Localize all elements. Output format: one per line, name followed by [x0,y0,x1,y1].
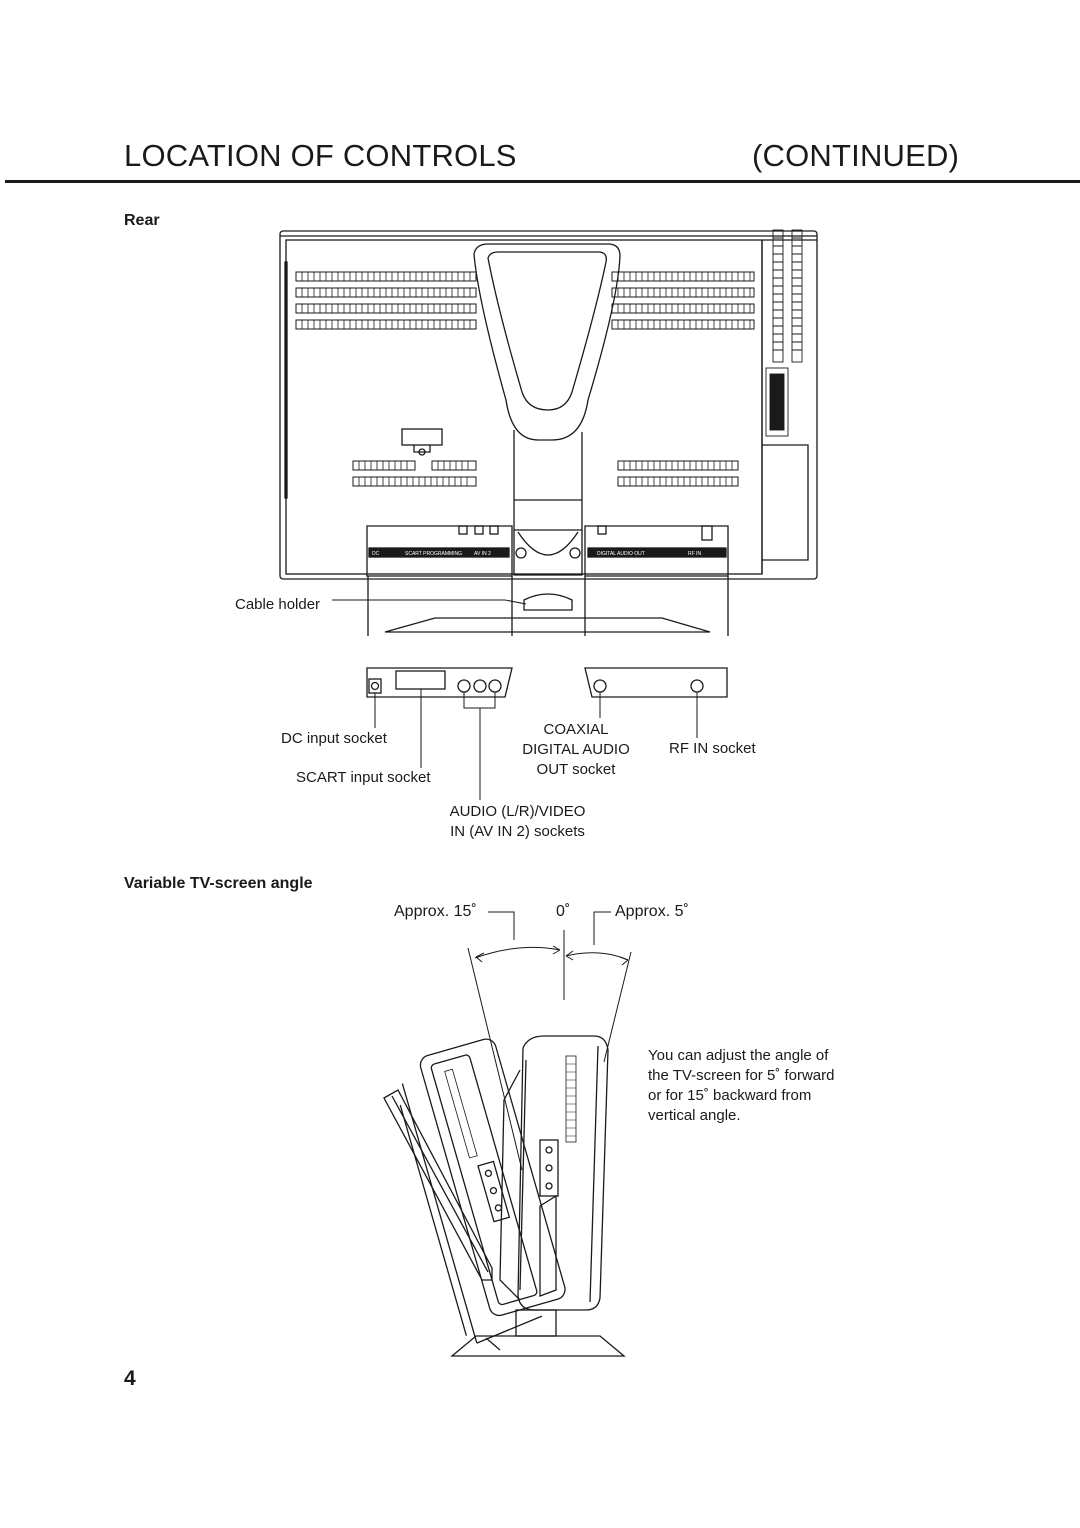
angle-note: You can adjust the angle of the TV-scree… [648,1046,834,1126]
panel-dc-text: DC [372,551,380,557]
angle-guides [467,911,632,1171]
panel-av-text: AV IN 2 [474,551,491,557]
panel-rf-text: RF IN [688,551,701,557]
rf-in-label: RF IN socket [669,740,756,757]
panel-digital-text: DIGITAL AUDIO OUT [597,551,645,557]
upright-tv [499,1035,609,1311]
cable-holder-label: Cable holder [235,596,321,613]
stand-arm [473,243,621,576]
wall-bracket [401,428,443,456]
scart-input-label: SCART input socket [296,769,431,786]
coaxial-label: COAXIAL DIGITAL AUDIO OUT socket [516,720,636,780]
vent-grilles [295,229,803,487]
tilted-tv-back [399,1038,566,1344]
rear-leader-lines [332,599,698,800]
dc-input-label: DC input socket [281,730,387,747]
stand-base [366,576,729,698]
audio-video-line-2: IN (AV IN 2) sockets [450,823,585,840]
angle-note-line-4: vertical angle. [648,1107,741,1124]
panel-scart-text: SCART PROGRAMMING [405,551,462,557]
page-number: 4 [124,1367,136,1390]
angle-note-line-1: You can adjust the angle of [648,1047,829,1064]
tv-rear-body [279,230,818,580]
header-rule [5,180,1080,183]
approx-15-label: Approx. 15˚ [394,903,477,920]
angle-heading: Variable TV-screen angle [124,875,313,892]
rear-heading: Rear [124,212,160,229]
angle-note-line-3: or for 15˚ backward from [648,1087,812,1104]
pedestal [450,1309,626,1357]
tilted-tv-arm [383,1089,493,1281]
audio-video-line-1: AUDIO (L/R)/VIDEO [449,803,586,820]
coaxial-line-3: OUT socket [536,761,616,778]
coaxial-line-2: DIGITAL AUDIO [522,741,630,758]
page-title: LOCATION OF CONTROLS [124,138,517,173]
continued-label: (CONTINUED) [752,138,960,173]
angle-note-line-2: the TV-screen for 5˚ forward [648,1067,835,1084]
audio-video-label: AUDIO (L/R)/VIDEO IN (AV IN 2) sockets [430,802,605,842]
zero-degree-label: 0˚ [556,903,571,920]
approx-5-label: Approx. 5˚ [615,903,689,920]
coaxial-line-1: COAXIAL [543,721,609,738]
